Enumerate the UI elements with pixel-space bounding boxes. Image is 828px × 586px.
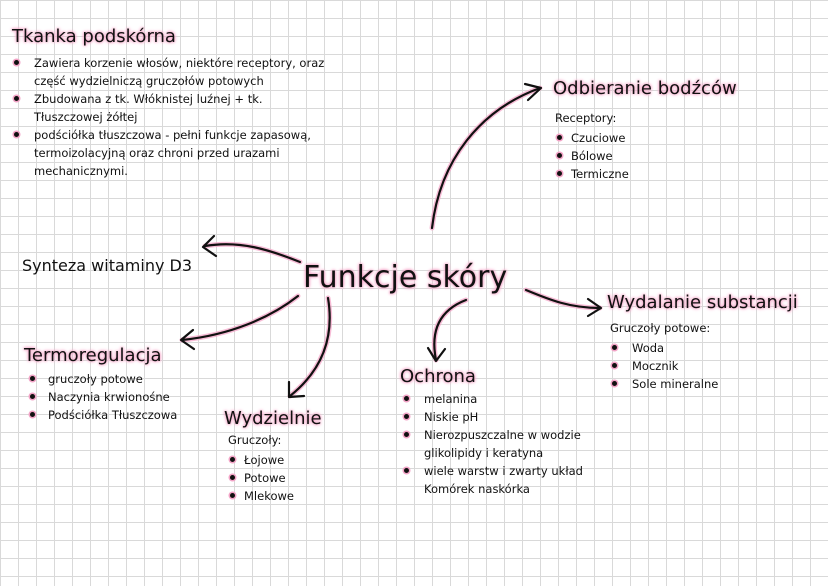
odbieranie-item: Bólowe	[555, 147, 629, 165]
tkanka-item: Zbudowana z tk. Włóknistej luźnej + tk. …	[12, 90, 284, 126]
center-title: Funkcje skóry	[303, 260, 508, 295]
odbieranie-item: Termiczne	[555, 165, 629, 183]
wydalanie-item: Mocznik	[610, 357, 718, 375]
odbieranie-item: Czuciowe	[555, 129, 629, 147]
termoregulacja-title: Termoregulacja	[24, 345, 162, 366]
odbieranie-title: Odbieranie bodźców	[553, 78, 737, 99]
termoregulacja-item: gruczoły potowe	[28, 370, 177, 388]
arrow-to-ochrona	[426, 297, 469, 363]
tkanka-title: Tkanka podskórna	[12, 26, 176, 47]
tkanka-item: Zawiera korzenie włosów, niektóre recept…	[12, 54, 342, 90]
arrow-to-synteza	[201, 234, 303, 265]
ochrona-list: melanina Niskie pH Nierozpuszczalne w wo…	[402, 390, 612, 498]
termoregulacja-item: Podściółka Tłuszczowa	[28, 406, 177, 424]
arrow-to-termoregulacja	[179, 293, 301, 351]
ochrona-item: Niskie pH	[402, 408, 612, 426]
wydalanie-label: Gruczoły potowe:	[610, 321, 711, 335]
wydzielnie-item: Potowe	[228, 469, 294, 487]
tkanka-section: Tkanka podskórna	[12, 26, 176, 47]
wydalanie-item: Woda	[610, 339, 718, 357]
odbieranie-label: Receptory:	[555, 111, 617, 125]
wydzielnie-list: Łojowe Potowe Mlekowe	[228, 451, 294, 505]
arrow-to-wydzielnie	[287, 295, 333, 399]
synteza-title: Synteza witaminy D3	[22, 256, 193, 275]
termoregulacja-item: Naczynia krwionośne	[28, 388, 177, 406]
wydzielnie-item: Łojowe	[228, 451, 294, 469]
wydzielnie-title: Wydzielnie	[224, 408, 322, 429]
ochrona-item: melanina	[402, 390, 612, 408]
arrow-to-wydalanie	[523, 287, 603, 318]
wydalanie-title: Wydalanie substancji	[607, 292, 798, 313]
wydzielnie-item: Mlekowe	[228, 487, 294, 505]
ochrona-item: wiele warstw i zwarty układ Komórek nask…	[402, 462, 612, 498]
tkanka-item: podściółka tłuszczowa - pełni funkcje za…	[12, 126, 334, 180]
wydalanie-list: Woda Mocznik Sole mineralne	[610, 339, 718, 393]
termoregulacja-list: gruczoły potowe Naczynia krwionośne Podś…	[28, 370, 177, 424]
odbieranie-list: Czuciowe Bólowe Termiczne	[555, 129, 629, 183]
ochrona-title: Ochrona	[400, 366, 476, 387]
ochrona-item: Nierozpuszczalne w wodzie glikolipidy i …	[402, 426, 612, 462]
wydzielnie-label: Gruczoły:	[228, 433, 282, 447]
arrow-to-odbieranie	[429, 82, 543, 231]
tkanka-list: Zawiera korzenie włosów, niektóre recept…	[12, 54, 342, 180]
wydalanie-item: Sole mineralne	[610, 375, 718, 393]
